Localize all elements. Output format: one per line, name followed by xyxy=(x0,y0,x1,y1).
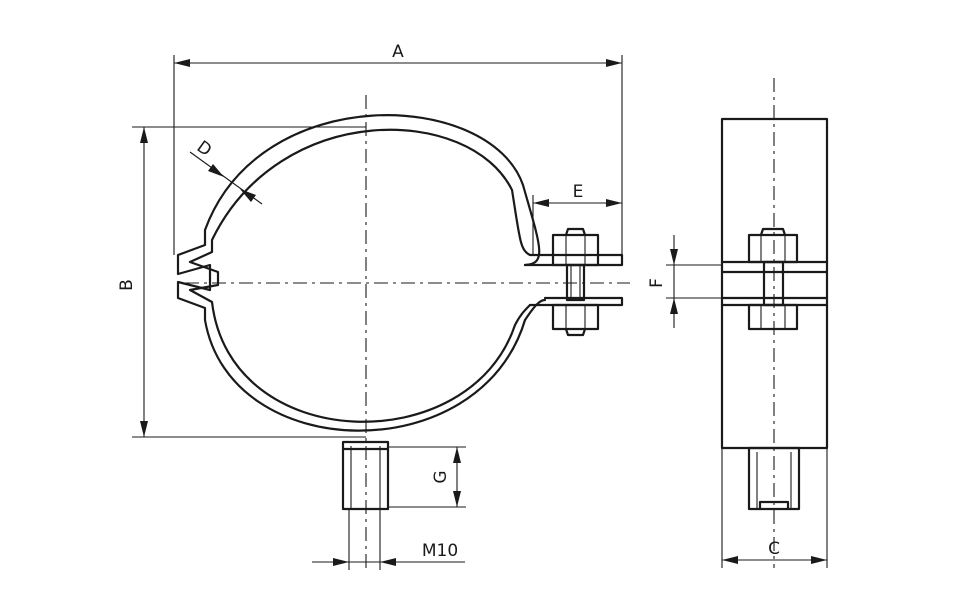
dim-m10-arrow-left xyxy=(333,558,349,566)
side-bolt-cap xyxy=(759,227,787,237)
dim-b-arrow-bottom xyxy=(140,421,148,437)
dim-c-arrow-left xyxy=(722,556,738,564)
dim-a-arrow-left xyxy=(174,59,190,67)
dim-c-label: C xyxy=(768,539,780,559)
dim-a-label: A xyxy=(392,42,404,62)
dim-f-arrow-bottom xyxy=(670,298,678,314)
dim-e-label: E xyxy=(573,182,584,202)
side-bolt-head xyxy=(747,233,799,264)
dim-e-arrow-left xyxy=(533,199,549,207)
bolt-cap xyxy=(564,227,587,237)
bolt-head xyxy=(551,233,600,267)
dim-g-label: G xyxy=(431,470,451,483)
dim-m10-arrow-right xyxy=(380,558,396,566)
dim-c-arrow-right xyxy=(811,556,827,564)
dim-f-label: F xyxy=(647,278,667,288)
dim-d-arrow-outer xyxy=(208,164,224,177)
bolt-end xyxy=(564,327,587,337)
dim-b-label: B xyxy=(117,279,137,291)
dimensions: A B C D E F xyxy=(117,42,828,570)
dim-d-arrow-inner xyxy=(240,189,256,202)
dim-e-arrow-right xyxy=(606,199,622,207)
side-nut xyxy=(747,303,799,331)
dim-d-label: D xyxy=(193,137,215,161)
clamp-ring-outer xyxy=(176,114,547,432)
dim-g-arrow-bottom xyxy=(453,491,461,507)
dim-a-arrow-right xyxy=(606,59,622,67)
side-view xyxy=(720,78,829,568)
bolt-assembly xyxy=(551,227,600,337)
front-view xyxy=(176,95,630,568)
nut xyxy=(551,303,600,331)
dim-g-arrow-top xyxy=(453,447,461,463)
dim-f-arrow-top xyxy=(670,249,678,265)
clamp-ring-inner xyxy=(188,128,532,423)
dim-m10-label: M10 xyxy=(422,541,458,561)
dim-b-arrow-top xyxy=(140,127,148,143)
